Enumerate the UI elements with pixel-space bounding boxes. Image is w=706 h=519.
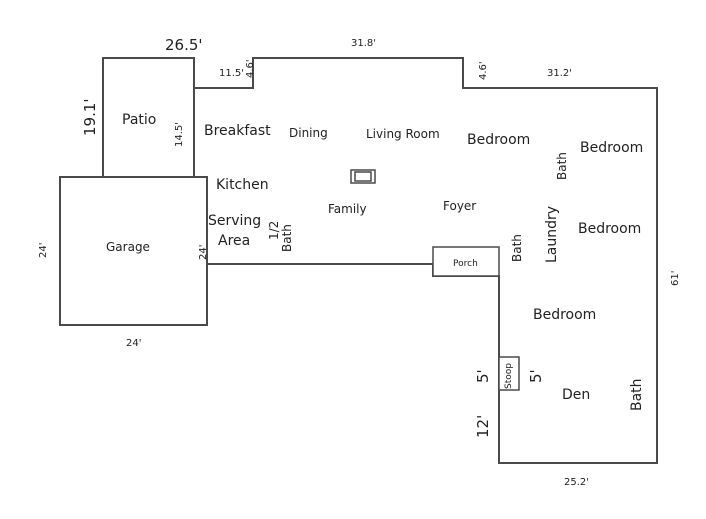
room-bedroom-4: Bedroom [533, 307, 596, 323]
room-area: Area [218, 233, 250, 249]
dim-right-side: 61' [670, 271, 681, 286]
dim-stoop-right: 5' [527, 369, 545, 383]
room-bedroom-1: Bedroom [467, 132, 530, 148]
dim-notch-height-2: 4.6' [478, 61, 489, 80]
room-half-bath: Bath [280, 224, 294, 252]
room-living: Living Room [366, 127, 440, 141]
room-kitchen: Kitchen [216, 177, 269, 193]
room-serving: Serving [208, 213, 261, 229]
room-laundry: Laundry [544, 206, 560, 263]
dim-garage-left: 24' [38, 243, 49, 258]
dim-stoop-above: 5' [474, 369, 492, 383]
dim-bottom: 25.2' [564, 477, 589, 488]
fireplace-inner [354, 171, 372, 182]
room-bath-3: Bath [629, 378, 645, 411]
dim-top-right: 31.2' [547, 68, 572, 79]
dim-top-left: 26.5' [165, 36, 203, 54]
room-breakfast: Breakfast [204, 123, 271, 139]
garage-outline [59, 176, 208, 326]
dim-garage-right: 24' [198, 245, 209, 260]
dim-lower-left: 12' [474, 415, 492, 438]
room-garage: Garage [106, 240, 150, 254]
room-bedroom-2: Bedroom [580, 140, 643, 156]
room-bath-1: Bath [555, 152, 569, 180]
room-half: 1/2 [267, 221, 281, 240]
dim-garage-bottom: 24' [126, 338, 141, 349]
room-dining: Dining [289, 126, 328, 140]
stoop-box [498, 356, 520, 391]
room-stoop: Stoop [504, 363, 514, 389]
dim-notch-height-1: 4.6' [245, 59, 256, 78]
room-den: Den [562, 387, 590, 403]
room-family: Family [328, 202, 367, 216]
dim-breakfast-wall: 14.5' [174, 122, 185, 147]
dim-patio-height: 19.1' [81, 98, 99, 136]
room-bedroom-3: Bedroom [578, 221, 641, 237]
room-patio: Patio [122, 112, 156, 128]
porch-box [432, 246, 500, 277]
room-foyer: Foyer [443, 199, 476, 213]
dim-notch-width: 11.5' [219, 68, 244, 79]
room-bath-2: Bath [510, 234, 524, 262]
dim-top-middle: 31.8' [351, 38, 376, 49]
room-porch: Porch [453, 259, 478, 269]
